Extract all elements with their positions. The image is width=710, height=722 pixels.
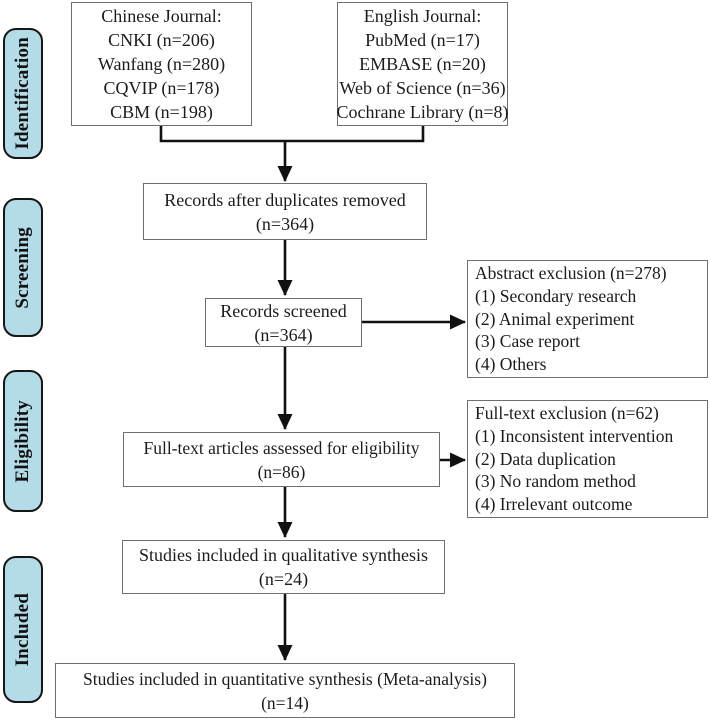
fulltext-exclusion-reason-2: (2) Data duplication [475,448,616,469]
fulltext-exclusion-reason-4: (4) Irrelevant outcome [475,494,633,515]
fulltext-exclusion-title: Full-text exclusion (n=62) [475,403,659,424]
english-journal-cochrane: Cochrane Library (n=8) [336,102,509,122]
fulltext-exclusion-reason-1: (1) Inconsistent intervention [475,425,674,446]
stage-identification-label: Identification [12,37,33,150]
fulltext-assessed-text: Full-text articles assessed for eligibil… [143,437,420,458]
quantitative-synthesis-count: (n=14) [261,692,309,713]
box-records-screened: Records screened (n=364) [205,298,362,347]
box-chinese-journal-sources: Chinese Journal: CNKI (n=206) Wanfang (n… [71,2,252,126]
stage-screening: Screening [3,198,43,337]
stage-included: Included [3,556,43,703]
chinese-journal-cbm: CBM (n=198) [110,102,213,122]
box-qualitative-synthesis: Studies included in qualitative synthesi… [122,540,445,594]
stage-eligibility: Eligibility [3,370,43,512]
qualitative-synthesis-count: (n=24) [258,569,309,589]
merge-connector-line [159,126,425,143]
chinese-journal-wanfang: Wanfang (n=280) [97,54,226,74]
box-abstract-exclusion: Abstract exclusion (n=278) (1) Secondary… [467,260,708,378]
english-journal-web-of-science: Web of Science (n=36) [339,78,506,98]
stage-included-label: Included [12,592,33,667]
chinese-journal-cnki: CNKI (n=206) [108,30,215,50]
stage-identification: Identification [3,28,43,159]
box-records-after-duplicates-removed: Records after duplicates removed (n=364) [143,183,427,240]
abstract-exclusion-reason-2: (2) Animal experiment [475,308,635,329]
duplicates-removed-count: (n=364) [255,213,315,234]
fulltext-assessed-count: (n=86) [257,461,306,482]
box-fulltext-assessed: Full-text articles assessed for eligibil… [123,432,440,487]
chinese-journal-cqvip: CQVIP (n=178) [103,78,220,98]
records-screened-count: (n=364) [254,324,313,345]
box-quantitative-synthesis: Studies included in quantitative synthes… [55,663,515,718]
english-journal-embase: EMBASE (n=20) [359,54,486,74]
box-fulltext-exclusion: Full-text exclusion (n=62) (1) Inconsist… [467,400,708,518]
abstract-exclusion-reason-1: (1) Secondary research [475,285,637,306]
english-journal-title: English Journal: [363,6,482,26]
fulltext-exclusion-reason-3: (3) No random method [475,471,636,492]
abstract-exclusion-reason-3: (3) Case report [475,331,580,352]
quantitative-synthesis-text: Studies included in quantitative synthes… [83,668,487,689]
abstract-exclusion-title: Abstract exclusion (n=278) [475,263,667,284]
abstract-exclusion-reason-4: (4) Others [475,354,547,375]
box-english-journal-sources: English Journal: PubMed (n=17) EMBASE (n… [336,2,509,126]
stage-eligibility-label: Eligibility [12,399,33,483]
chinese-journal-title: Chinese Journal: [101,6,222,26]
records-screened-text: Records screened [220,300,347,321]
duplicates-removed-text: Records after duplicates removed [164,189,406,210]
english-journal-pubmed: PubMed (n=17) [365,30,480,50]
qualitative-synthesis-text: Studies included in qualitative synthesi… [139,545,428,565]
stage-screening-label: Screening [12,226,33,309]
